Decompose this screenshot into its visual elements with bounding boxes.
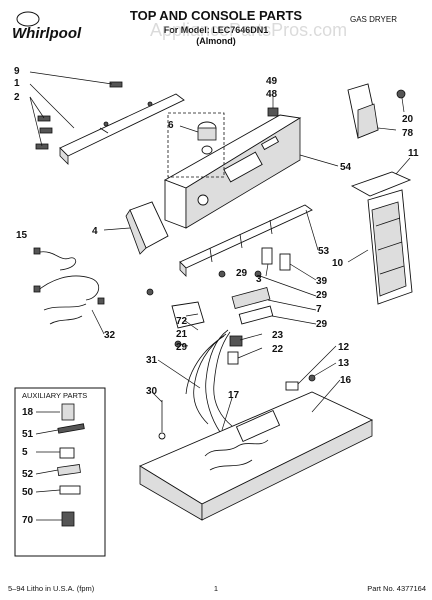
footer-part-number: Part No. 4377164 — [367, 584, 426, 593]
callout-3: 3 — [256, 274, 262, 285]
callout-29b: 29 — [236, 268, 248, 279]
callout-17: 17 — [228, 390, 240, 401]
part-wire-harness-left — [33, 247, 105, 325]
callout-7: 7 — [316, 304, 322, 315]
callout-2: 2 — [14, 92, 20, 103]
callout-labels: 9 1 2 49 48 6 20 78 54 11 4 15 53 10 39 … — [14, 66, 419, 401]
callout-72: 72 — [176, 316, 188, 327]
callout-78: 78 — [402, 128, 414, 139]
part-bracket — [59, 93, 185, 165]
callout-39: 39 — [316, 276, 328, 287]
callout-11: 11 — [408, 148, 419, 159]
model-line: For Model: LEC7646DN1 — [164, 25, 269, 35]
callout-32: 32 — [104, 330, 116, 341]
auxiliary-callouts: 18 51 5 52 50 70 — [22, 407, 34, 526]
callout-53: 53 — [318, 246, 330, 257]
aux-callout-52: 52 — [22, 469, 34, 480]
part-timer-knob-box — [167, 112, 225, 178]
callout-16: 16 — [340, 375, 352, 386]
appliance-type: GAS DRYER — [350, 15, 397, 24]
callout-23: 23 — [272, 330, 284, 341]
part-wire-harness-center — [185, 329, 233, 433]
aux-callout-18: 18 — [22, 407, 34, 418]
part-control-rail — [179, 204, 313, 277]
part-end-cap — [125, 201, 169, 255]
brand-name: Whirlpool — [12, 25, 82, 42]
callout-20: 20 — [402, 114, 414, 125]
callout-54: 54 — [340, 162, 352, 173]
callout-10: 10 — [332, 258, 344, 269]
aux-callout-70: 70 — [22, 515, 34, 526]
page-title: TOP AND CONSOLE PARTS — [130, 8, 302, 23]
aux-callout-50: 50 — [22, 487, 34, 498]
callout-1: 1 — [14, 78, 20, 89]
screws-left — [35, 81, 123, 150]
callout-49: 49 — [266, 76, 278, 87]
part-switches — [146, 247, 291, 365]
part-right-bracket — [347, 83, 406, 139]
callout-30: 30 — [146, 386, 158, 397]
auxiliary-title: AUXILIARY PARTS — [22, 391, 87, 400]
callout-12: 12 — [338, 342, 350, 353]
part-console-panel — [163, 114, 302, 229]
auxiliary-parts-box: AUXILIARY PARTS — [14, 387, 106, 557]
part-side-panel — [367, 189, 413, 305]
part-post — [158, 400, 166, 440]
part-cabinet-top — [139, 374, 374, 521]
aux-callout-51: 51 — [22, 429, 34, 440]
callout-4: 4 — [92, 226, 98, 237]
callout-13: 13 — [338, 358, 350, 369]
footer-page: 1 — [214, 584, 218, 593]
callout-29a: 29 — [316, 290, 328, 301]
callout-9: 9 — [14, 66, 20, 77]
part-top-insert — [350, 171, 412, 197]
callout-6: 6 — [168, 120, 174, 131]
callout-31: 31 — [146, 355, 158, 366]
callout-21: 21 — [176, 329, 188, 340]
brand-logo: Whirlpool — [12, 11, 82, 42]
footer-litho: 5–94 Litho in U.S.A. (fpm) — [8, 584, 95, 593]
callout-29d: 29 — [176, 342, 188, 353]
callout-29c: 29 — [316, 319, 328, 330]
callout-15: 15 — [16, 230, 28, 241]
callout-22: 22 — [272, 344, 284, 355]
callout-48: 48 — [266, 89, 278, 100]
aux-callout-5: 5 — [22, 447, 28, 458]
color-line: (Almond) — [196, 36, 236, 46]
watermark: AppliancePartsPros.com — [150, 20, 347, 40]
part-49-screw — [267, 107, 279, 117]
leader-lines — [29, 71, 411, 521]
